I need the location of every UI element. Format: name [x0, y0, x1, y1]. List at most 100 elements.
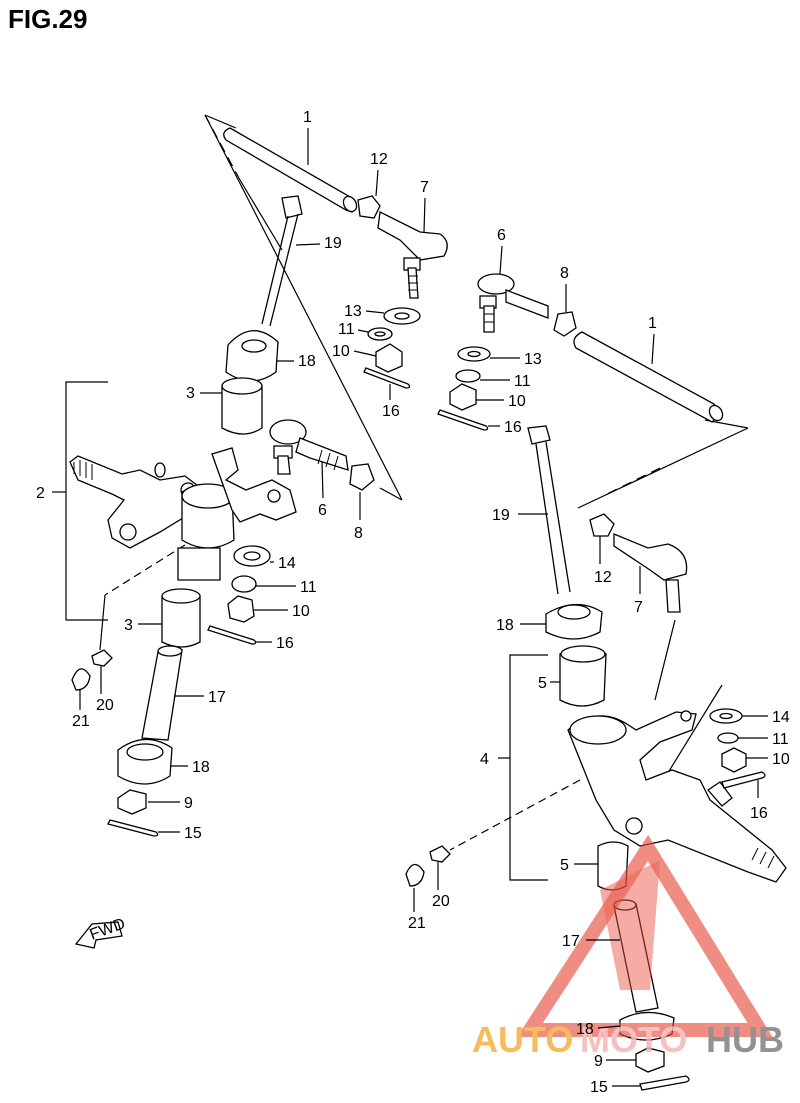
label-19-upper: 19 — [324, 235, 342, 252]
grease-nipple-20-right — [429, 845, 451, 863]
label-3-upper: 3 — [186, 385, 195, 402]
label-10-right: 10 — [508, 393, 526, 410]
label-18-right: 18 — [496, 617, 514, 634]
grease-nipple-20-left — [91, 649, 113, 667]
label-3-lower: 3 — [124, 617, 133, 634]
label-13-right: 13 — [524, 351, 542, 368]
label-14-right: 14 — [772, 709, 790, 726]
label-15-right: 15 — [590, 1079, 608, 1096]
nut-8-right — [553, 311, 577, 337]
label-2: 2 — [36, 485, 45, 502]
tie-rod-end-6-left — [269, 419, 349, 475]
label-7-upper: 7 — [420, 179, 429, 196]
cotter-16-left — [207, 625, 257, 645]
label-11-right-lower: 11 — [772, 731, 789, 748]
label-19-right: 19 — [492, 507, 510, 524]
watermark-auto: AUTO — [472, 1019, 573, 1060]
cotter-16-upper — [363, 367, 411, 389]
label-11-right: 11 — [514, 373, 531, 390]
nut-10-left — [227, 595, 255, 623]
label-5-upper: 5 — [538, 675, 547, 692]
label-1-right: 1 — [648, 315, 657, 332]
watermark-logo: AUTO MOTO HUB — [472, 834, 784, 1060]
washer-11-right — [455, 369, 481, 383]
label-20-right: 20 — [432, 893, 450, 910]
tie-rod-right — [573, 331, 724, 423]
nut-9-left — [117, 789, 147, 815]
fwd-label: FWD — [88, 915, 128, 943]
washer-11-right-lower — [717, 732, 739, 744]
label-13-upper: 13 — [344, 303, 362, 320]
cotter-15-left — [107, 819, 159, 837]
watermark-hub: HUB — [706, 1019, 784, 1060]
leader-lines — [52, 114, 749, 881]
label-14-left: 14 — [278, 555, 296, 572]
label-10-left: 10 — [292, 603, 310, 620]
nut-10-right-lower — [721, 747, 747, 773]
washer-13-right — [457, 346, 491, 362]
bushing-5-upper — [559, 645, 607, 707]
bushing-3-upper — [221, 377, 263, 435]
washer-14-right — [709, 708, 743, 724]
label-16-right-lower: 16 — [750, 805, 768, 822]
bushing-18-upper — [225, 330, 279, 382]
cotter-16-right — [437, 409, 489, 431]
cotter-15-right — [639, 1075, 690, 1091]
knuckle-2 — [69, 447, 297, 581]
label-10-right-lower: 10 — [772, 751, 790, 768]
tie-rod-end-6-right — [477, 273, 549, 333]
bushing-18-right — [545, 603, 603, 640]
tie-rod-upper — [223, 127, 358, 213]
bushing-3-lower — [161, 588, 201, 648]
tie-rod-end-7-right — [613, 533, 688, 613]
cotter-16-right-lower — [721, 771, 766, 789]
nut-12-upper — [357, 195, 381, 219]
label-16-right: 16 — [504, 419, 522, 436]
label-4: 4 — [480, 751, 489, 768]
label-17-left: 17 — [208, 689, 226, 706]
label-8-left: 8 — [354, 525, 363, 542]
label-6-left: 6 — [318, 502, 327, 519]
washer-11-left — [231, 575, 257, 593]
label-10-upper: 10 — [332, 343, 350, 360]
label-5-lower: 5 — [560, 857, 569, 874]
part-labels: 1 12 7 19 18 13 11 10 16 3 2 6 8 14 — [36, 109, 790, 1096]
label-12-right: 12 — [594, 569, 612, 586]
watermark-moto: MOTO — [580, 1019, 687, 1060]
fwd-arrow-icon: FWD — [74, 915, 128, 949]
cap-21-right — [405, 863, 425, 887]
label-11-upper: 11 — [338, 321, 355, 338]
label-17-right: 17 — [562, 933, 580, 950]
figure-title: FIG.29 — [8, 4, 88, 34]
washer-14-left — [233, 545, 271, 567]
label-11-left: 11 — [300, 579, 317, 596]
cap-21-left — [71, 668, 91, 691]
bushing-18-lower — [117, 738, 173, 785]
nut-10-upper — [375, 343, 403, 373]
bolt-19-upper — [261, 195, 303, 327]
nut-8-left — [349, 463, 375, 491]
bolt-19-right — [527, 425, 571, 595]
tie-rod-end-7-upper — [377, 211, 448, 299]
label-21-right: 21 — [408, 915, 426, 932]
knuckle-4 — [567, 710, 787, 883]
label-16-left: 16 — [276, 635, 294, 652]
washer-13-upper — [383, 307, 421, 325]
label-18-right-lower: 18 — [576, 1021, 594, 1038]
label-20-left: 20 — [96, 697, 114, 714]
label-21-left: 21 — [72, 713, 90, 730]
label-9-left: 9 — [184, 795, 193, 812]
label-6-right: 6 — [497, 227, 506, 244]
label-16-upper: 16 — [382, 403, 400, 420]
label-18-upper: 18 — [298, 353, 316, 370]
kingpin-17-left — [141, 645, 183, 741]
washer-11-upper — [367, 327, 393, 341]
nut-9-right — [635, 1047, 665, 1073]
nut-10-right — [449, 383, 477, 411]
label-1-upper: 1 — [303, 109, 312, 126]
label-18-lower-left: 18 — [192, 759, 210, 776]
label-9-right: 9 — [594, 1053, 603, 1070]
nut-12-right — [589, 513, 615, 537]
